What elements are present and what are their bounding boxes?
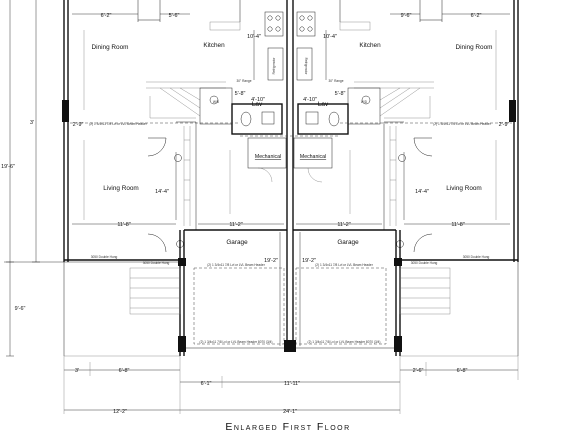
note-window-left: 3050 Double Hung xyxy=(91,255,118,259)
dim-b-6-1: 6'-1" xyxy=(201,381,212,387)
dim-b-6-8-l: 6'-8" xyxy=(119,368,130,374)
stairs xyxy=(146,81,434,230)
note-wd-left: W/D xyxy=(213,100,220,104)
exterior-walls xyxy=(62,0,519,262)
kitchen-right-label: Kitchen xyxy=(359,42,381,49)
dim-lav-r-d: 4'-10" xyxy=(303,97,317,103)
note-wd-right: W/D xyxy=(361,100,368,104)
dim-side-19: 19'-6" xyxy=(1,164,15,170)
lav-right-label: Lav xyxy=(318,101,329,108)
dim-lav-r-w: 5'-8" xyxy=(335,91,346,97)
lav-mech-rooms xyxy=(199,87,381,183)
dim-living-l: 14'-4" xyxy=(155,189,169,195)
lav-left-label: Lav xyxy=(252,101,263,108)
note-fridge-left: Refrigerator xyxy=(272,57,276,75)
note-garage-header-right: (2) 1 3/4x11 7/8 Lvl or LVL Beam Header xyxy=(315,263,373,267)
dim-mid-l: 2'-9" xyxy=(73,122,84,128)
party-wall xyxy=(286,0,294,350)
garage-right-label: Garage xyxy=(337,239,359,246)
dim-mid-r: 2'-9" xyxy=(499,122,510,128)
mechanical-left-label: Mechanical xyxy=(255,154,281,160)
note-range-left: 30" Range xyxy=(237,79,252,83)
note-garage-door-right: (2) 1 3/4x11 7/8 Lvl or LVL Beam Header … xyxy=(308,340,381,344)
dim-living-r: 14'-4" xyxy=(415,189,429,195)
dim-top-l2: 5'-6" xyxy=(169,13,180,19)
dimension-labels: 6'-2" 5'-6" 9'-6" 6'-2" 10'-4" 10'-4" 5'… xyxy=(1,13,509,415)
dim-kitchen-l: 10'-4" xyxy=(247,34,261,40)
dim-porch-9-6: 9'-6" xyxy=(15,306,26,312)
room-labels: Dining Room Kitchen Kitchen Dining Room … xyxy=(92,42,493,246)
dim-top-r2: 6'-2" xyxy=(471,13,482,19)
dim-b-24-1: 24'-1" xyxy=(283,409,297,415)
drawing-title: Enlarged First Floor xyxy=(225,421,351,433)
note-window-right-2: 3050 Double Hung xyxy=(463,255,490,259)
dim-b-11-11: 11'-11" xyxy=(284,381,300,387)
dining-room-right-label: Dining Room xyxy=(456,44,493,51)
kitchen-left-label: Kitchen xyxy=(203,42,225,49)
garage-left-label: Garage xyxy=(226,239,248,246)
dim-side-3: 3' xyxy=(30,120,34,126)
outer-dimensions xyxy=(4,0,519,414)
living-room-left-label: Living Room xyxy=(103,185,139,192)
note-garage-door-left: (2) 1 3/4x11 7/8 Lvl or LVL Beam Header … xyxy=(200,340,273,344)
dim-11-8-l: 11'-8" xyxy=(117,222,130,228)
dim-11-2-r: 11'-2" xyxy=(337,222,350,228)
dim-kitchen-r: 10'-4" xyxy=(323,34,337,40)
dim-11-8-r: 11'-8" xyxy=(451,222,464,228)
dim-top-r1: 9'-6" xyxy=(401,13,412,19)
dim-b-6-8-r: 6'-8" xyxy=(457,368,468,374)
dim-lav-l-w: 5'-8" xyxy=(235,91,246,97)
mechanical-right-label: Mechanical xyxy=(300,154,326,160)
living-room-right-label: Living Room xyxy=(446,185,482,192)
note-window-left-2: 3050 Double Hung xyxy=(143,261,170,265)
garage xyxy=(178,229,402,356)
note-fridge-right: Refrigerator xyxy=(304,58,308,76)
note-range-right: 30" Range xyxy=(329,79,344,83)
note-garage-header-left: (2) 1 3/4x11 7/8 Lvl or LVL Beam Header xyxy=(207,263,265,267)
dim-top-l1: 6'-2" xyxy=(101,13,112,19)
dim-lav-l-d: 4'-10" xyxy=(251,97,265,103)
dim-b-12-2: 12'-2" xyxy=(113,409,127,415)
porch-steps xyxy=(63,262,519,357)
top-walls xyxy=(137,0,443,81)
plan-notes: (2) 1 3/4x11 7/8 Lvl or LVL Beam Header … xyxy=(89,57,491,344)
dim-b-2-6: 2'-6" xyxy=(413,368,424,374)
dim-garage-l: 19'-2" xyxy=(264,258,278,264)
dimension-lines xyxy=(72,13,510,346)
doors xyxy=(147,137,433,253)
dim-garage-r: 19'-2" xyxy=(302,258,316,264)
dim-b-3: 3' xyxy=(75,368,79,374)
note-window-right: 3050 Double Hung xyxy=(411,261,438,265)
note-beam-right: (2) 1 3/4x11 7/8 Lvl or LVL Beam Header xyxy=(433,122,491,126)
note-beam-left: (2) 1 3/4x11 7/8 Lvl or LVL Beam Header xyxy=(89,122,147,126)
dim-11-2-l: 11'-2" xyxy=(229,222,242,228)
dining-room-left-label: Dining Room xyxy=(92,44,129,51)
